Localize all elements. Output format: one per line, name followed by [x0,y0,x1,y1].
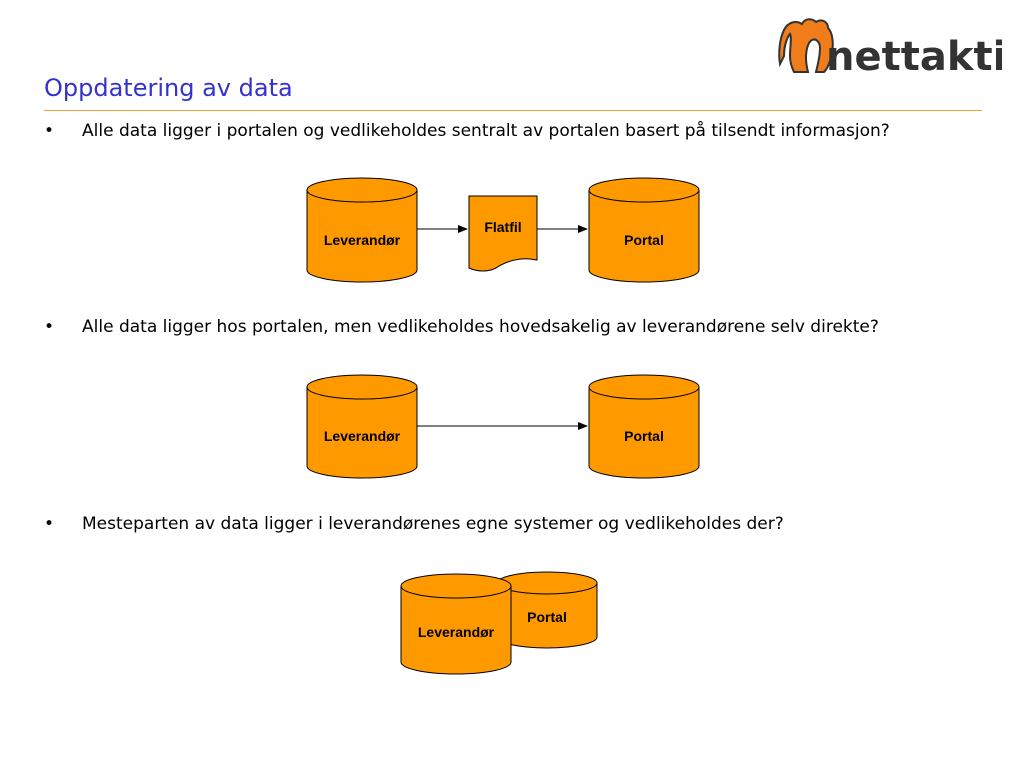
cylinder-label: Portal [527,609,567,625]
cylinder-portal: Portal [588,374,700,479]
cylinder-label: Leverandør [418,624,495,640]
cylinder-portal: Portal [496,571,598,649]
diagram-1: Leverandør Flatfil Portal [306,177,700,283]
cylinder-leverandor: Leverandør [400,573,512,675]
cylinder-leverandor: Leverandør [306,177,418,283]
cylinder-label: Portal [624,428,664,444]
cylinder-portal: Portal [588,177,700,283]
nettaktiv-logo: nettaktiv [772,12,1024,82]
page-title: Oppdatering av data [44,74,293,102]
bullet-dot: • [44,514,55,534]
document-flatfil: Flatfil [468,195,538,272]
document-label: Flatfil [484,219,521,235]
diagram-3: Portal Leverandør [400,571,598,675]
title-divider [44,110,982,111]
cylinder-label: Leverandør [324,428,401,444]
logo-text: nettaktiv [826,34,1002,80]
bullet-dot: • [44,121,55,141]
cylinder-label: Portal [624,232,664,248]
nettaktiv-logo-icon: nettaktiv [778,18,1024,80]
bullet-dot: • [44,317,55,337]
bullet-text: Alle data ligger i portalen og vedlikeho… [82,121,890,141]
diagram-2: Leverandør Portal [306,374,700,479]
bullet-text: Alle data ligger hos portalen, men vedli… [82,317,879,337]
bullet-text: Mesteparten av data ligger i leverandøre… [82,514,784,534]
cylinder-label: Leverandør [324,232,401,248]
cylinder-leverandor: Leverandør [306,374,418,479]
